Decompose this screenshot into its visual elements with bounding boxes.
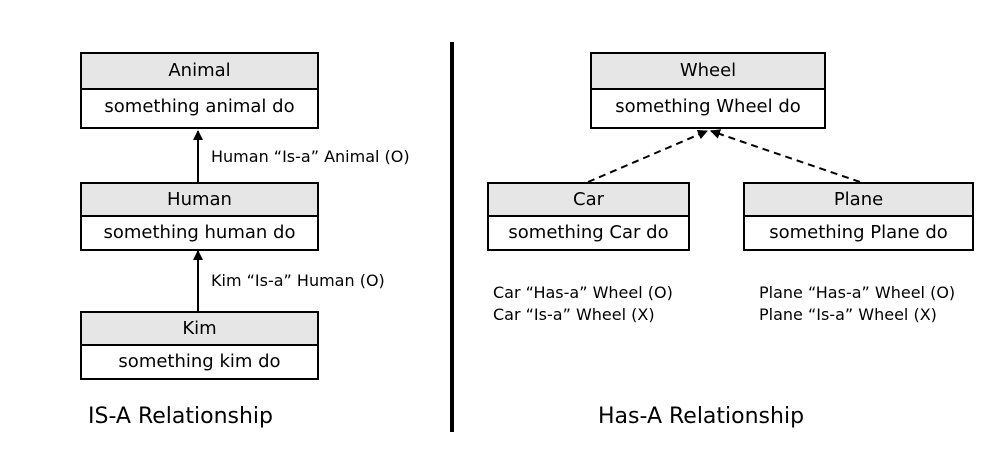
class-body: something Car do <box>508 222 669 243</box>
class-title: Animal <box>82 54 317 90</box>
class-title: Human <box>82 184 317 217</box>
hasa-arrow-car-to-wheel <box>587 129 708 183</box>
class-box-kim: Kim something kim do <box>80 311 319 380</box>
class-body: something Wheel do <box>615 96 801 117</box>
hasa-caption: Has-A Relationship <box>598 404 805 429</box>
note-car-is-a-wheel: Car “Is-a” Wheel (X) <box>493 305 655 324</box>
note-plane-has-a-wheel: Plane “Has-a” Wheel (O) <box>759 283 956 302</box>
class-title: Car <box>489 184 688 217</box>
class-title: Plane <box>745 184 972 217</box>
label-human-is-a-animal: Human “Is-a” Animal (O) <box>211 147 410 166</box>
class-box-human: Human something human do <box>80 182 319 251</box>
class-body: something animal do <box>104 96 295 117</box>
class-box-wheel: Wheel something Wheel do <box>590 52 826 129</box>
class-body: something human do <box>103 222 296 243</box>
label-kim-is-a-human: Kim “Is-a” Human (O) <box>211 271 385 290</box>
hasa-arrow-plane-to-wheel <box>710 129 861 183</box>
class-title: Kim <box>82 313 317 346</box>
class-body: something Plane do <box>769 222 948 243</box>
note-car-has-a-wheel: Car “Has-a” Wheel (O) <box>493 283 673 302</box>
note-plane-is-a-wheel: Plane “Is-a” Wheel (X) <box>759 305 937 324</box>
class-title: Wheel <box>592 54 824 90</box>
class-box-plane: Plane something Plane do <box>743 182 974 251</box>
isa-caption: IS-A Relationship <box>88 404 274 429</box>
section-divider <box>450 42 454 432</box>
class-box-animal: Animal something animal do <box>80 52 319 129</box>
class-box-car: Car something Car do <box>487 182 690 251</box>
class-body: something kim do <box>118 351 281 372</box>
